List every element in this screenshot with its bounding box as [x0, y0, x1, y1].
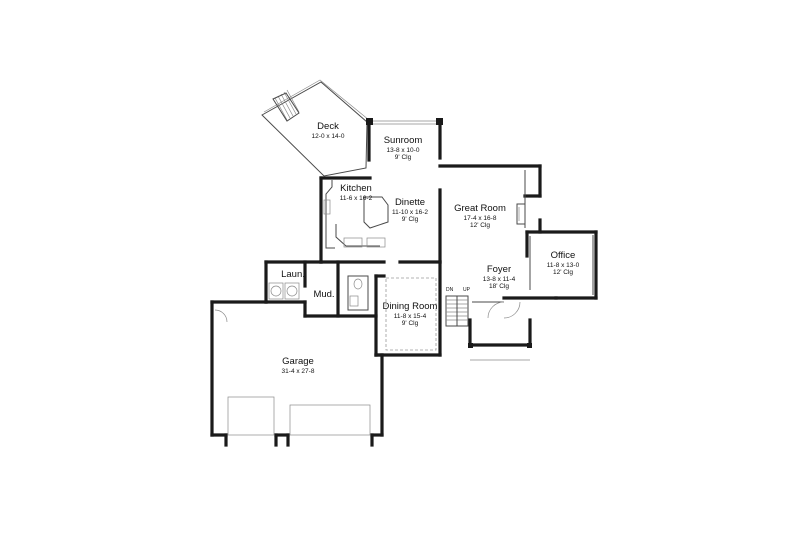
room-ceiling: 12' Clg: [552, 268, 574, 276]
room-dimensions: 11-6 x 16-2: [339, 194, 373, 202]
room-label-dinette: Dinette 11-10 x 16-2 9' Clg: [382, 197, 438, 223]
room-dimensions: 11-10 x 16-2: [391, 208, 428, 216]
room-label-dining-room: Dining Room 11-8 x 15-4 9' Clg: [378, 301, 442, 327]
room-label-laundry: Laun.: [278, 269, 308, 281]
room-label-office: Office 11-8 x 13-0 12' Clg: [536, 250, 590, 276]
room-label-foyer: Foyer 13-8 x 11-4 18' Clg: [472, 264, 526, 290]
office-walls: [525, 230, 598, 300]
room-ceiling: 18' Clg: [488, 282, 510, 290]
sunroom-walls: [366, 118, 443, 162]
room-dimensions: 11-8 x 13-0: [546, 261, 580, 269]
room-dimensions: 13-8 x 11-4: [482, 275, 516, 283]
room-label-sunroom: Sunroom 13-8 x 10-0 9' Clg: [370, 135, 436, 161]
room-dimensions: 17-4 x 16-8: [463, 214, 497, 222]
deck-steps: [272, 89, 300, 122]
staircase: [445, 295, 469, 327]
stair-up-label: UP: [463, 287, 470, 293]
room-name: Garage: [282, 356, 314, 367]
room-name: Mud.: [313, 289, 335, 300]
room-name: Dining Room: [382, 301, 438, 312]
room-name: Office: [550, 250, 576, 261]
room-ceiling: 9' Clg: [401, 319, 419, 327]
room-ceiling: 12' Clg: [469, 221, 491, 229]
room-name: Deck: [317, 121, 339, 132]
garage-service-door: [214, 309, 228, 323]
room-name: Kitchen: [340, 183, 372, 194]
garage-door-outlines: [227, 396, 371, 436]
deck-outline: [261, 79, 370, 177]
room-label-mud: Mud.: [310, 289, 338, 301]
room-label-garage: Garage 31-4 x 27-8: [266, 356, 330, 375]
garage-walls: [210, 300, 384, 447]
kitchen-counters: [323, 180, 389, 249]
room-name: Laun.: [281, 269, 305, 280]
powder-room-fixtures: [347, 275, 369, 311]
room-ceiling: 9' Clg: [394, 153, 412, 161]
laundry-mud-walls: [264, 260, 378, 318]
laundry-appliances: [268, 282, 300, 300]
room-name: Foyer: [486, 264, 512, 275]
room-dimensions: 13-8 x 10-0: [386, 146, 420, 154]
room-label-kitchen: Kitchen 11-6 x 16-2: [328, 183, 384, 202]
fireplace: [516, 203, 526, 225]
foyer-walls: [438, 260, 558, 361]
room-dimensions: 31-4 x 27-8: [281, 367, 315, 375]
room-name: Great Room: [454, 203, 506, 214]
room-name: Dinette: [394, 197, 426, 208]
great-room-walls: [438, 164, 542, 234]
kitchen-walls: [319, 176, 442, 264]
room-dimensions: 11-8 x 15-4: [393, 312, 427, 320]
room-name: Sunroom: [383, 135, 423, 146]
room-ceiling: 9' Clg: [401, 215, 419, 223]
stair-down-label: DN: [446, 287, 454, 293]
entry-door-swings: [487, 301, 521, 319]
room-label-deck: Deck 12-0 x 14-0: [295, 121, 361, 140]
room-dimensions: 12-0 x 14-0: [311, 132, 345, 140]
room-label-great-room: Great Room 17-4 x 16-8 12' Clg: [452, 203, 508, 229]
